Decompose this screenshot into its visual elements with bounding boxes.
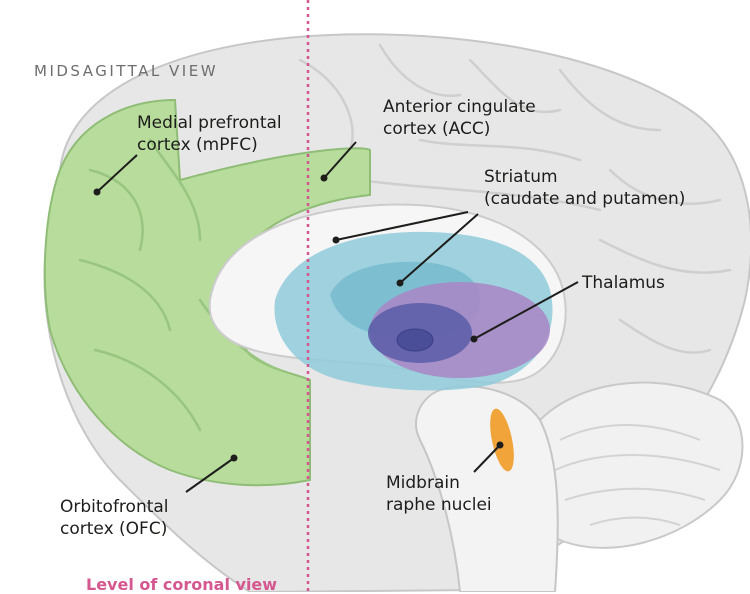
- view-title: MIDSAGITTAL VIEW: [34, 62, 218, 80]
- label-striatum-line1: Striatum: [484, 166, 685, 188]
- label-acc-line2: cortex (ACC): [383, 118, 536, 140]
- coronal-view-label: Level of coronal view: [86, 575, 277, 594]
- label-thalamus: Thalamus: [582, 272, 665, 294]
- label-ofc-line2: cortex (OFC): [60, 518, 169, 540]
- label-ofc-line1: Orbitofrontal: [60, 496, 169, 518]
- label-raphe: Midbrain raphe nuclei: [386, 472, 492, 516]
- label-raphe-line2: raphe nuclei: [386, 494, 492, 516]
- label-ofc: Orbitofrontal cortex (OFC): [60, 496, 169, 540]
- label-mpfc-line1: Medial prefrontal: [137, 112, 282, 134]
- label-acc: Anterior cingulate cortex (ACC): [383, 96, 536, 140]
- label-striatum: Striatum (caudate and putamen): [484, 166, 685, 210]
- label-mpfc: Medial prefrontal cortex (mPFC): [137, 112, 282, 156]
- label-acc-line1: Anterior cingulate: [383, 96, 536, 118]
- label-thalamus-line1: Thalamus: [582, 272, 665, 294]
- thalamus-nucleus: [397, 329, 433, 351]
- label-raphe-line1: Midbrain: [386, 472, 492, 494]
- label-striatum-line2: (caudate and putamen): [484, 188, 685, 210]
- label-mpfc-line2: cortex (mPFC): [137, 134, 282, 156]
